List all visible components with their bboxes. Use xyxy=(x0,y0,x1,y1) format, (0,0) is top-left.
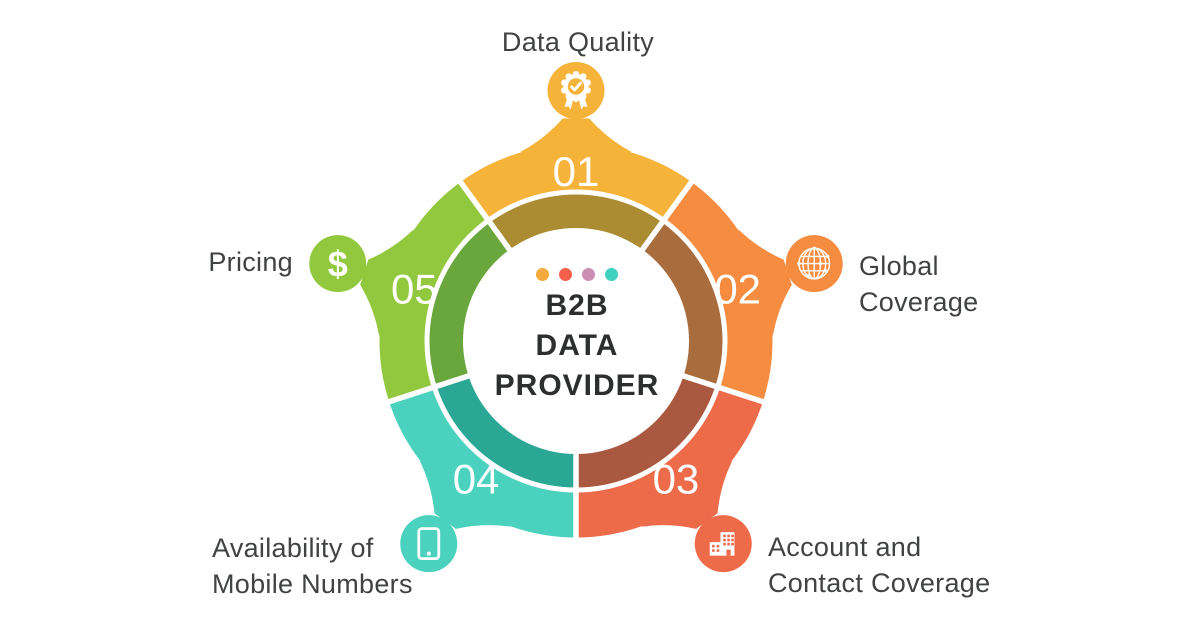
dollar-icon-badge xyxy=(309,235,367,293)
building-icon xyxy=(709,532,735,556)
window xyxy=(727,542,730,546)
dot-teal xyxy=(605,268,618,281)
window xyxy=(712,549,715,552)
center-title-line: B2B xyxy=(545,289,609,322)
globe-node xyxy=(823,269,828,273)
dot-pink xyxy=(582,268,595,281)
ring-separator xyxy=(424,189,728,493)
segment-02-pointer xyxy=(738,229,792,336)
dollar-sign: $ xyxy=(328,244,348,285)
segment-number-03: 03 xyxy=(653,456,700,503)
segment-01-ring xyxy=(460,144,692,219)
window xyxy=(731,538,734,542)
segment-05-pointer xyxy=(360,229,414,336)
segment-divider xyxy=(673,370,769,406)
phone-icon-badge xyxy=(400,515,458,573)
window xyxy=(723,542,726,546)
window xyxy=(716,549,720,552)
segment-number-02: 02 xyxy=(714,266,761,313)
window xyxy=(712,544,715,548)
center-title: B2B DATA PROVIDER xyxy=(495,286,660,406)
globe-node xyxy=(812,246,816,250)
label-line: Global xyxy=(859,251,939,281)
ribbon xyxy=(564,96,574,110)
dollar-icon: $ xyxy=(328,244,348,285)
dot-yellow xyxy=(536,268,549,281)
center-title-line: PROVIDER xyxy=(494,369,660,402)
phone-icon xyxy=(417,527,441,561)
segment-03-ring xyxy=(576,387,763,538)
label-line: Mobile Numbers xyxy=(212,569,413,599)
window xyxy=(727,534,730,538)
segment-number-04: 04 xyxy=(453,456,500,503)
home-button xyxy=(426,551,431,556)
segment-number-05: 05 xyxy=(391,266,438,313)
label-line: Contact Coverage xyxy=(768,568,991,598)
label-line: Coverage xyxy=(859,287,979,317)
dot-red xyxy=(559,268,572,281)
segment-04-ring xyxy=(389,387,576,538)
label-pricing: Pricing xyxy=(208,244,293,280)
segment-05-ring xyxy=(379,182,488,402)
label-line: Pricing xyxy=(208,247,293,277)
segment-03-inner-arc xyxy=(576,374,716,488)
building-small xyxy=(709,542,722,556)
globe-node xyxy=(806,273,810,278)
center-title-line: DATA xyxy=(535,329,619,362)
segment-number-01: 01 xyxy=(553,148,600,195)
wheel-center-circle xyxy=(463,228,689,454)
globe-icon xyxy=(797,246,831,280)
segment-02-ring xyxy=(664,182,773,402)
segment-divider xyxy=(383,370,479,406)
label-line: Data Quality xyxy=(501,27,655,57)
center-dots xyxy=(536,268,618,281)
check-mark xyxy=(570,81,582,92)
door xyxy=(726,549,731,556)
globe-node xyxy=(818,261,823,266)
segment-01-pointer xyxy=(520,118,632,153)
segment-04-inner-arc xyxy=(436,374,576,488)
window xyxy=(731,534,734,538)
segment-04-pointer xyxy=(419,460,511,529)
globe-node xyxy=(826,254,830,259)
label-line: Availability of xyxy=(212,533,374,563)
segment-divider xyxy=(455,176,518,260)
window xyxy=(731,542,734,546)
label-availability-mobile-numbers: Availability of Mobile Numbers xyxy=(212,530,413,602)
window xyxy=(723,534,726,538)
ribbon xyxy=(578,96,588,110)
window xyxy=(727,538,730,542)
globe-node xyxy=(797,261,801,266)
segment-divider xyxy=(634,176,697,260)
window xyxy=(716,544,720,548)
segment-03-pointer xyxy=(641,460,733,529)
phone-body xyxy=(417,527,441,561)
award-icon xyxy=(561,71,591,110)
window xyxy=(723,538,726,542)
label-global-coverage: Global Coverage xyxy=(859,248,978,320)
label-line: Account and xyxy=(768,532,922,562)
label-data-quality: Data Quality xyxy=(502,24,654,60)
label-account-contact-coverage: Account and Contact Coverage xyxy=(768,529,990,601)
